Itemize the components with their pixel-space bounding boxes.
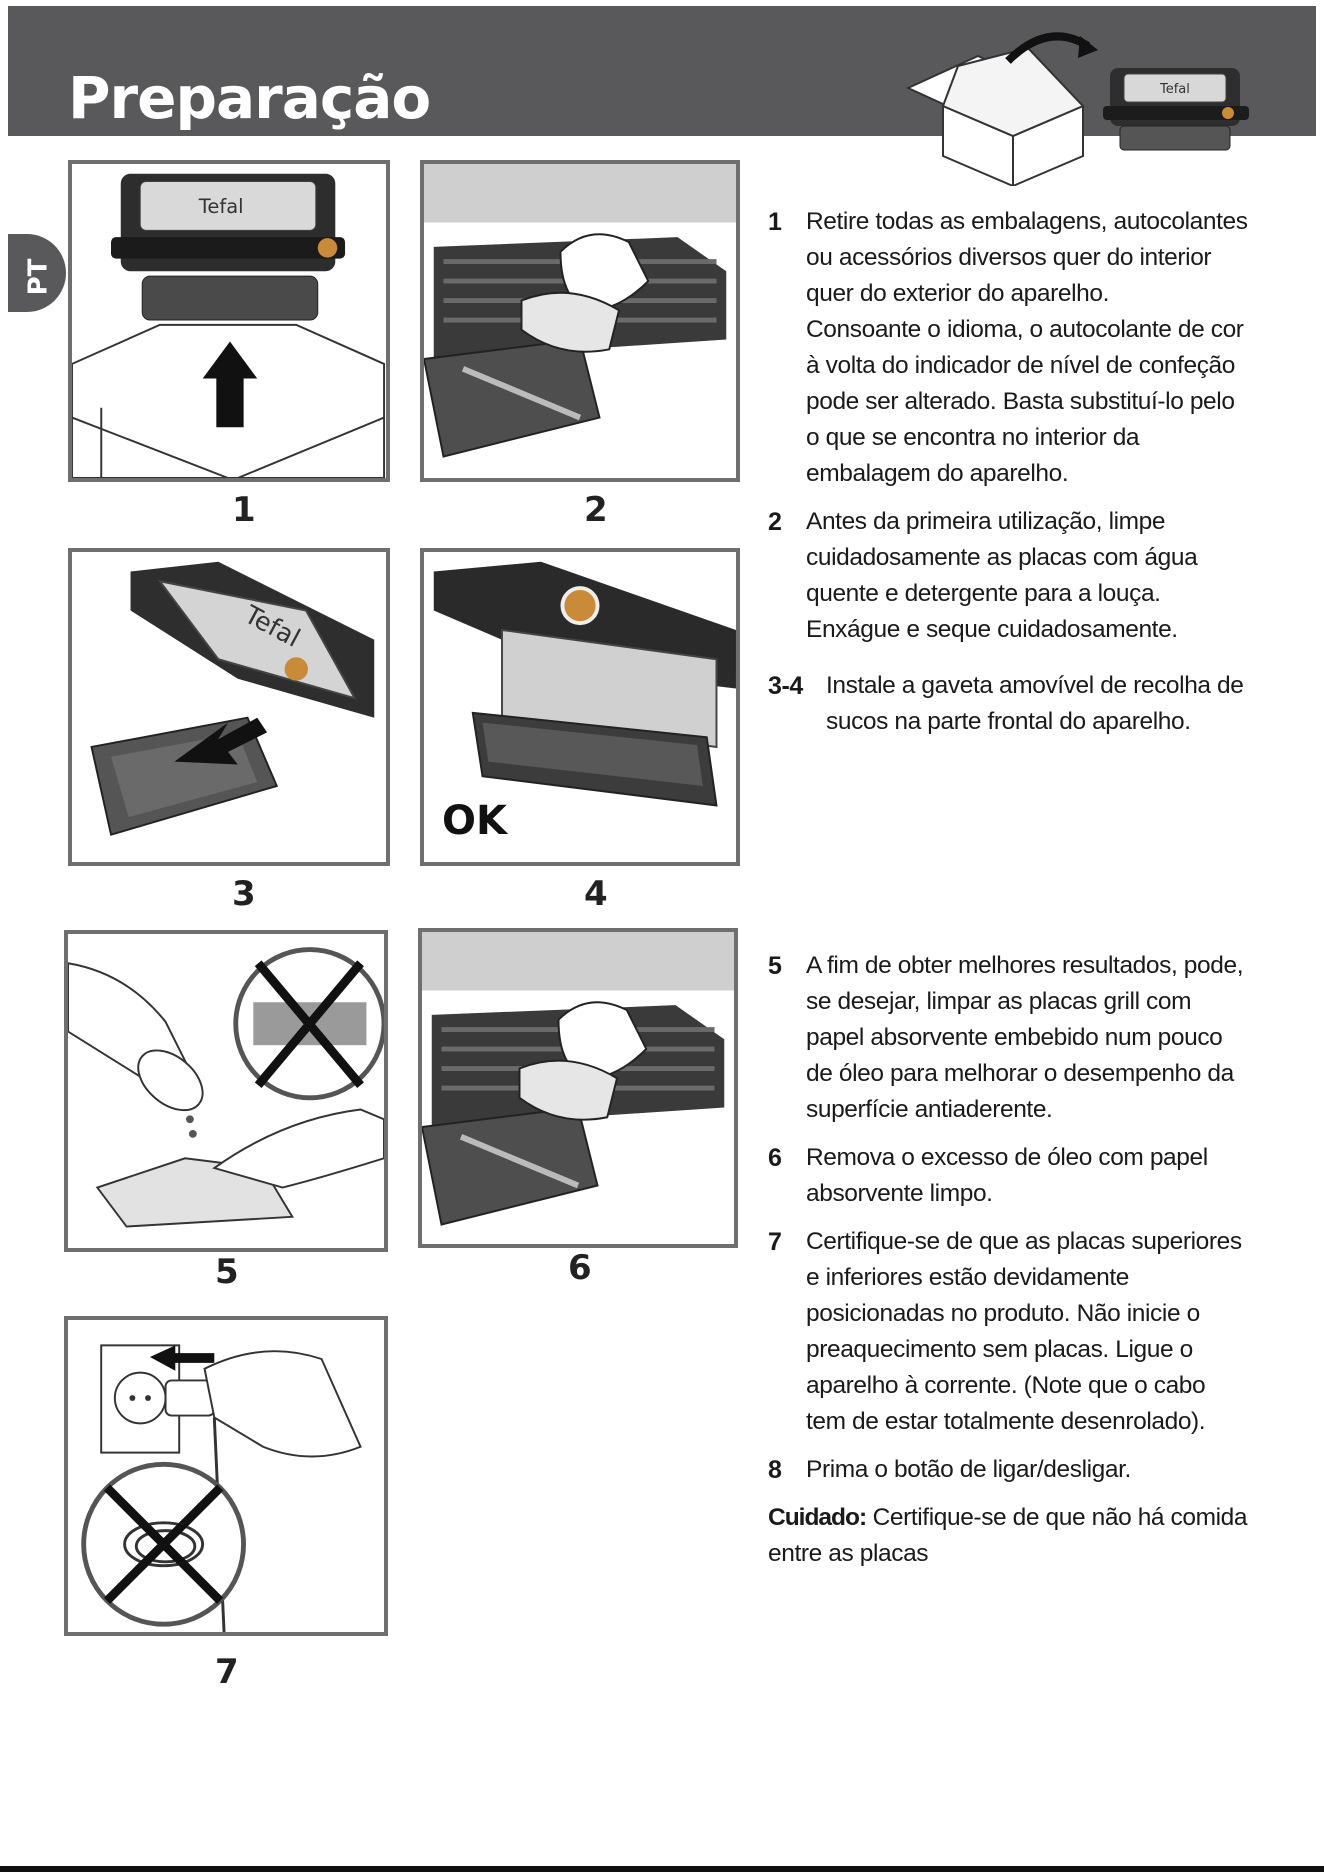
step-text: Instale a gaveta amovível de recolha de … (826, 672, 1244, 735)
step-3-4: 3-4 Instale a gaveta amovível de recolha… (768, 668, 1248, 740)
figure-6-panel (418, 928, 738, 1248)
figure-5-label: 5 (215, 1252, 239, 1292)
step-number: 7 (768, 1228, 782, 1256)
step-number: 5 (768, 952, 782, 980)
figure-7-label: 7 (215, 1652, 239, 1692)
unboxing-illustration: Tefal (72, 173, 386, 478)
page-title: Preparação (68, 64, 431, 132)
step-6: 6 Remova o excesso de óleo com papel abs… (768, 1140, 1248, 1212)
step-text: Antes da primeira utilização, limpe cuid… (806, 508, 1198, 643)
ok-badge: OK (442, 798, 507, 844)
step-number: 1 (768, 208, 782, 236)
step-text: Retire todas as embalagens, autocolantes… (806, 208, 1248, 307)
figure-3-panel: Tefal (68, 548, 390, 866)
step-number: 6 (768, 1144, 782, 1172)
header-grill-brand: Tefal (1159, 82, 1190, 97)
language-code: PT (23, 258, 54, 296)
steps-block-bottom: 5 A fim de obter melhores resultados, po… (768, 948, 1248, 1572)
step-2: 2 Antes da primeira utilização, limpe cu… (768, 504, 1248, 648)
page-bottom-rule (0, 1866, 1324, 1872)
header-unboxing-illustration: Tefal (905, 32, 1249, 186)
fig1-grill-brand: Tefal (198, 195, 244, 218)
step-text: A fim de obter melhores resultados, pode… (806, 952, 1244, 1123)
cleaning-plates-illustration (424, 164, 736, 458)
step-number: 2 (768, 508, 782, 536)
figure-1-panel: Tefal (68, 160, 390, 482)
figure-2-label: 2 (584, 490, 608, 530)
insert-drip-tray-illustration: Tefal (90, 561, 375, 836)
figure-2-panel (420, 160, 740, 482)
caution-text: Certifique-se de que não há comida entre… (768, 1504, 1248, 1567)
steps-block-top: 1 Retire todas as embalagens, autocolant… (768, 204, 1248, 660)
step-number: 3-4 (768, 672, 803, 700)
caution-label: Cuidado: (768, 1504, 867, 1531)
step-text: Remova o excesso de óleo com papel absor… (806, 1144, 1208, 1207)
step-5: 5 A fim de obter melhores resultados, po… (768, 948, 1248, 1128)
step-text: Consoante o idioma, o autocolante de cor… (806, 316, 1244, 487)
figure-4-label: 4 (584, 874, 608, 914)
plug-in-illustration (81, 1344, 362, 1632)
figure-5-panel (64, 930, 388, 1252)
figure-6-label: 6 (568, 1248, 592, 1288)
wiping-excess-oil-illustration (422, 932, 734, 1226)
figure-3-label: 3 (232, 874, 256, 914)
figure-1-label: 1 (232, 490, 256, 530)
language-tab: PT (8, 234, 66, 312)
figure-7-panel (64, 1316, 388, 1636)
step-7: 7 Certifique-se de que as placas superio… (768, 1224, 1248, 1440)
figure-4-panel: OK (420, 548, 740, 866)
step-text: Certifique-se de que as placas superiore… (806, 1228, 1242, 1435)
caution-note: Cuidado: Certifique-se de que não há com… (768, 1500, 1248, 1572)
step-number: 8 (768, 1456, 782, 1484)
oiling-paper-illustration (68, 947, 384, 1228)
step-8: 8 Prima o botão de ligar/desligar. (768, 1452, 1248, 1488)
steps-block-middle: 3-4 Instale a gaveta amovível de recolha… (768, 668, 1248, 752)
step-1: 1 Retire todas as embalagens, autocolant… (768, 204, 1248, 492)
tray-installed-illustration (433, 561, 736, 807)
step-text: Prima o botão de ligar/desligar. (806, 1456, 1131, 1483)
page-header: Preparação Tefal (8, 6, 1316, 186)
